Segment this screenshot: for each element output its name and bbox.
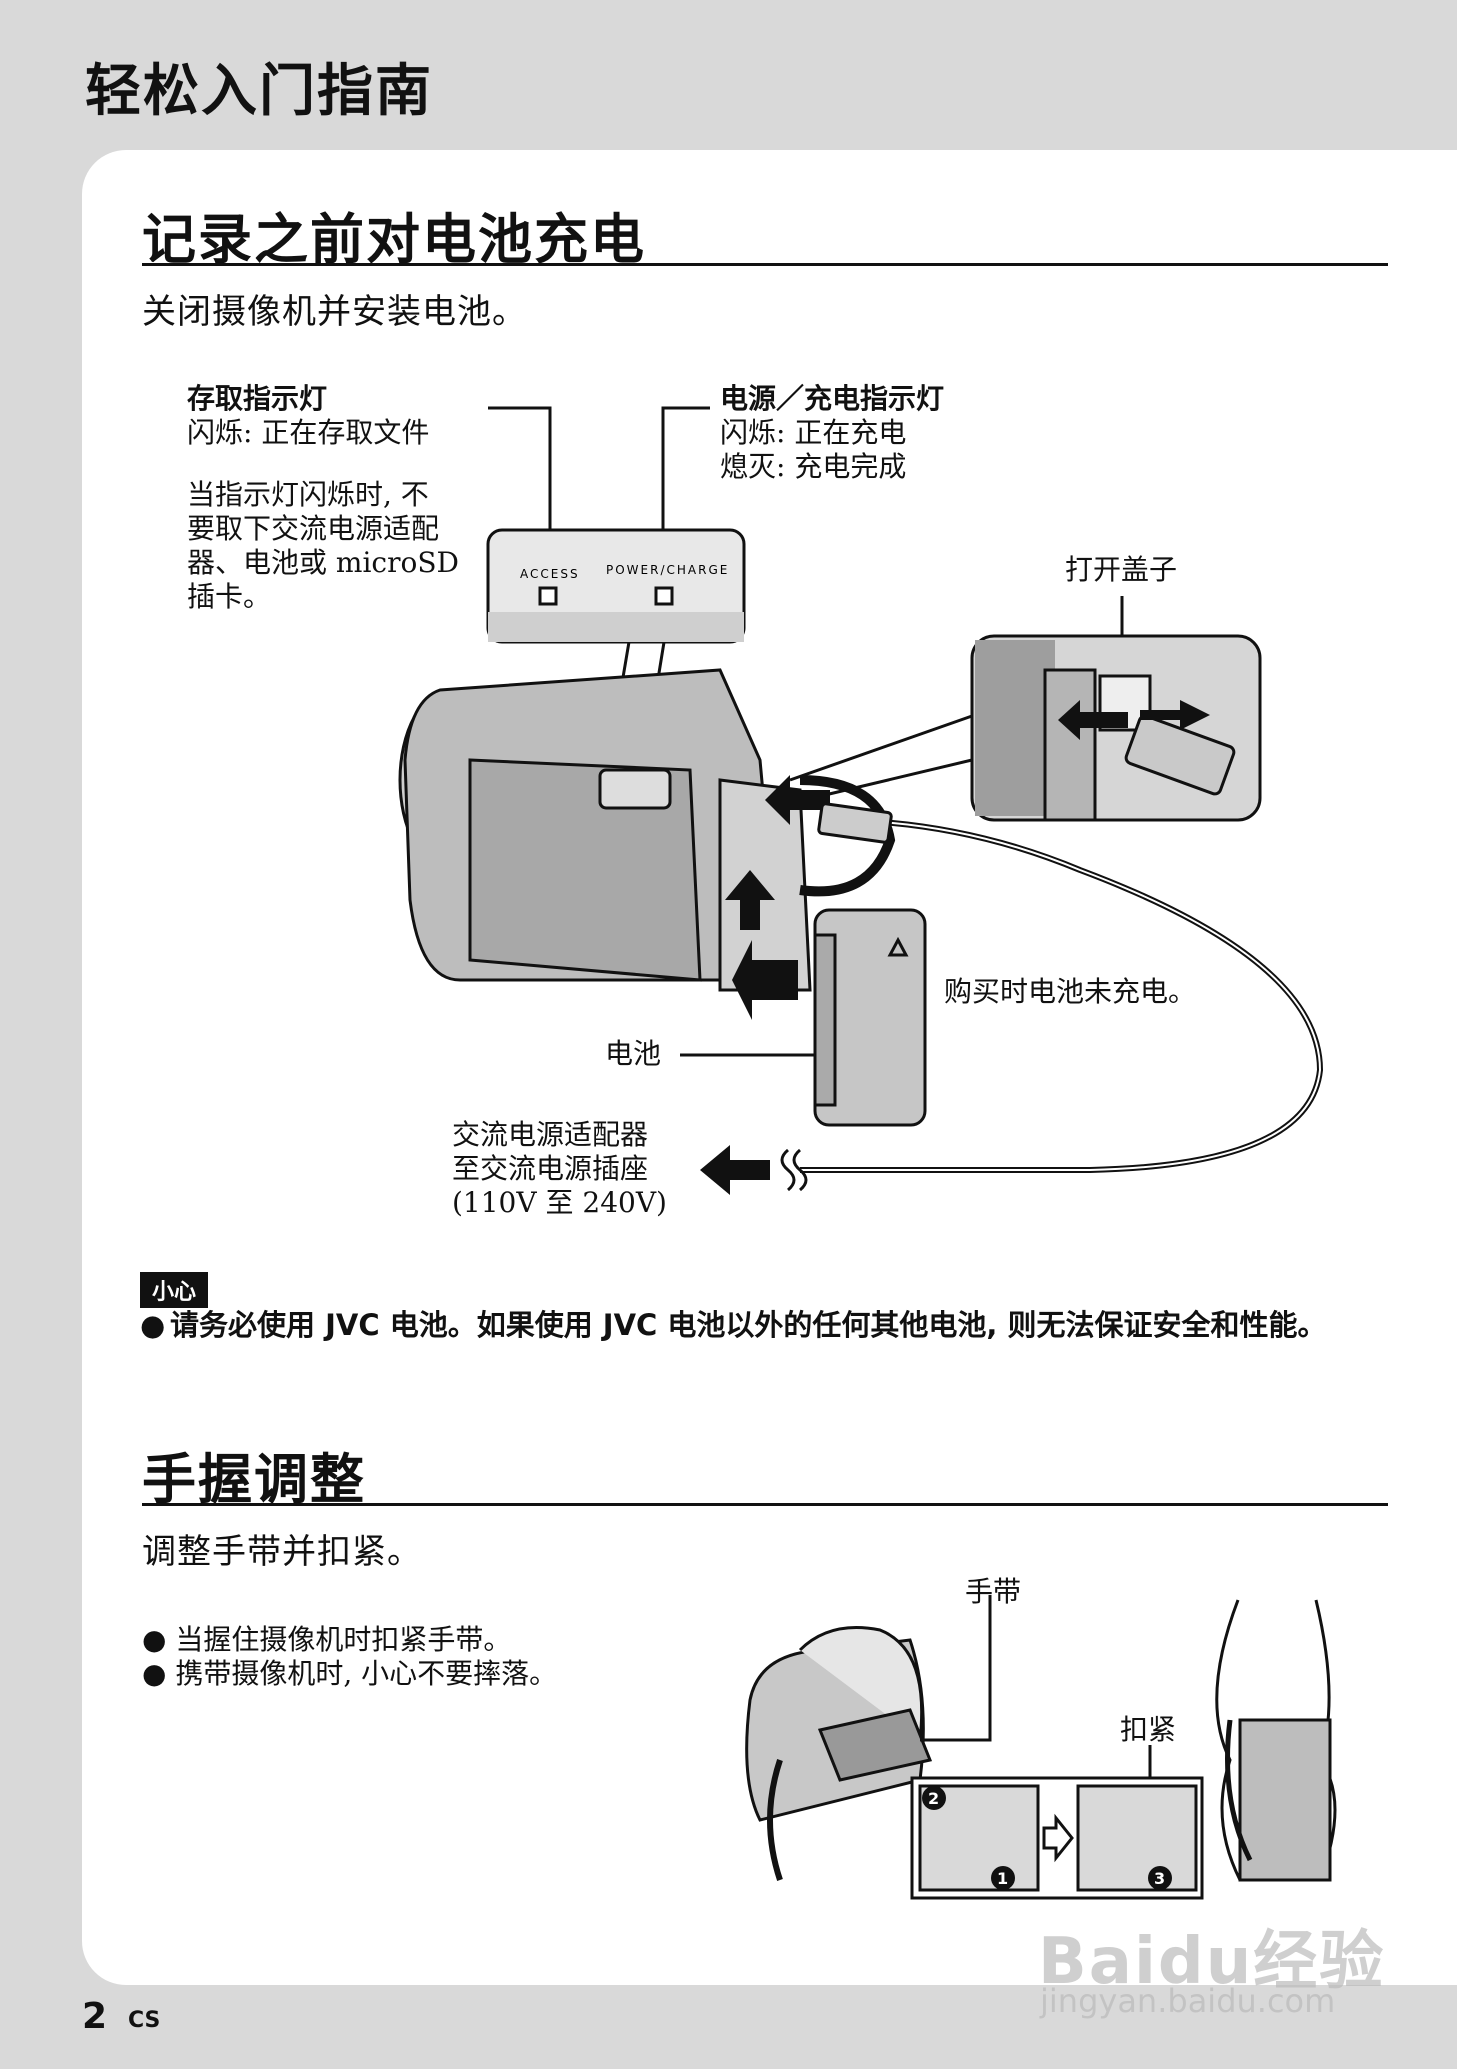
open-cover-label: 打开盖子: [1065, 553, 1178, 586]
access-note-1: 当指示灯闪烁时, 不: [187, 478, 429, 511]
step-2-number: 2: [928, 1789, 939, 1808]
battery-label: 电池: [605, 1037, 662, 1070]
section-rule: [142, 263, 1388, 266]
section-lead-grip: 调整手带并扣紧。: [142, 1532, 422, 1572]
battery-pack: [813, 908, 927, 1127]
grip-bullet-1: ● 当握住摄像机时扣紧手带。: [142, 1623, 512, 1656]
battery-not-charged-label: 购买时电池未充电。: [944, 975, 1197, 1008]
access-lamp-desc: 闪烁: 正在存取文件: [187, 416, 430, 449]
charging-illustration: ACCESS POWER/CHARGE: [398, 406, 1324, 1195]
section-rule-grip: [142, 1503, 1388, 1506]
caution-body: 请务必使用 JVC 电池。如果使用 JVC 电池以外的任何其他电池, 则无法保证…: [170, 1308, 1327, 1342]
power-lamp-line-1: 闪烁: 正在充电: [720, 416, 907, 449]
camcorder-body: [398, 668, 812, 992]
indicator-panel: [486, 528, 746, 644]
power-lamp-line-2: 熄灭: 充电完成: [720, 450, 907, 483]
adapter-line-2: 至交流电源插座: [452, 1152, 649, 1185]
hand-strap: [799, 775, 896, 897]
insert-arrows: [700, 775, 830, 1195]
section-title-charging: 记录之前对电池充电: [142, 208, 646, 271]
access-lamp-title: 存取指示灯: [187, 382, 328, 415]
adapter-line-1: 交流电源适配器: [452, 1118, 649, 1151]
access-note-2: 要取下交流电源适配: [187, 512, 440, 545]
dc-jack-inset: [970, 634, 1262, 822]
page-language: CS: [128, 2008, 161, 2033]
access-note-4: 插卡。: [187, 580, 272, 613]
section-title-grip: 手握调整: [142, 1448, 366, 1511]
adapter-line-3: (110V 至 240V): [452, 1186, 667, 1219]
page-header-title: 轻松入门指南: [85, 59, 433, 124]
grip-bullet-2: ● 携带摄像机时, 小心不要摔落。: [142, 1657, 558, 1690]
watermark-url: jingyan.baidu.com: [1040, 1982, 1336, 2020]
caution-bullet: ●: [140, 1308, 166, 1342]
panel-label-access: ACCESS: [520, 567, 580, 581]
watermark-logo: Baidu经验: [1038, 1925, 1386, 1999]
power-lamp-title: 电源／充电指示灯: [720, 382, 945, 415]
strap-label: 手带: [965, 1575, 1022, 1608]
caution-text: ● 请务必使用 JVC 电池。如果使用 JVC 电池以外的任何其他电池, 则无法…: [140, 1306, 1390, 1344]
panel-label-power: POWER/CHARGE: [606, 563, 729, 577]
access-note-3: 器、电池或 microSD: [187, 546, 459, 579]
step-3-number: 3: [1154, 1869, 1165, 1888]
page-number: 2: [82, 1996, 108, 2037]
step-1-number: 1: [997, 1869, 1008, 1888]
fasten-label: 扣紧: [1120, 1713, 1177, 1746]
section-lead-charging: 关闭摄像机并安装电池。: [142, 292, 527, 332]
caution-badge: 小心: [140, 1272, 209, 1308]
